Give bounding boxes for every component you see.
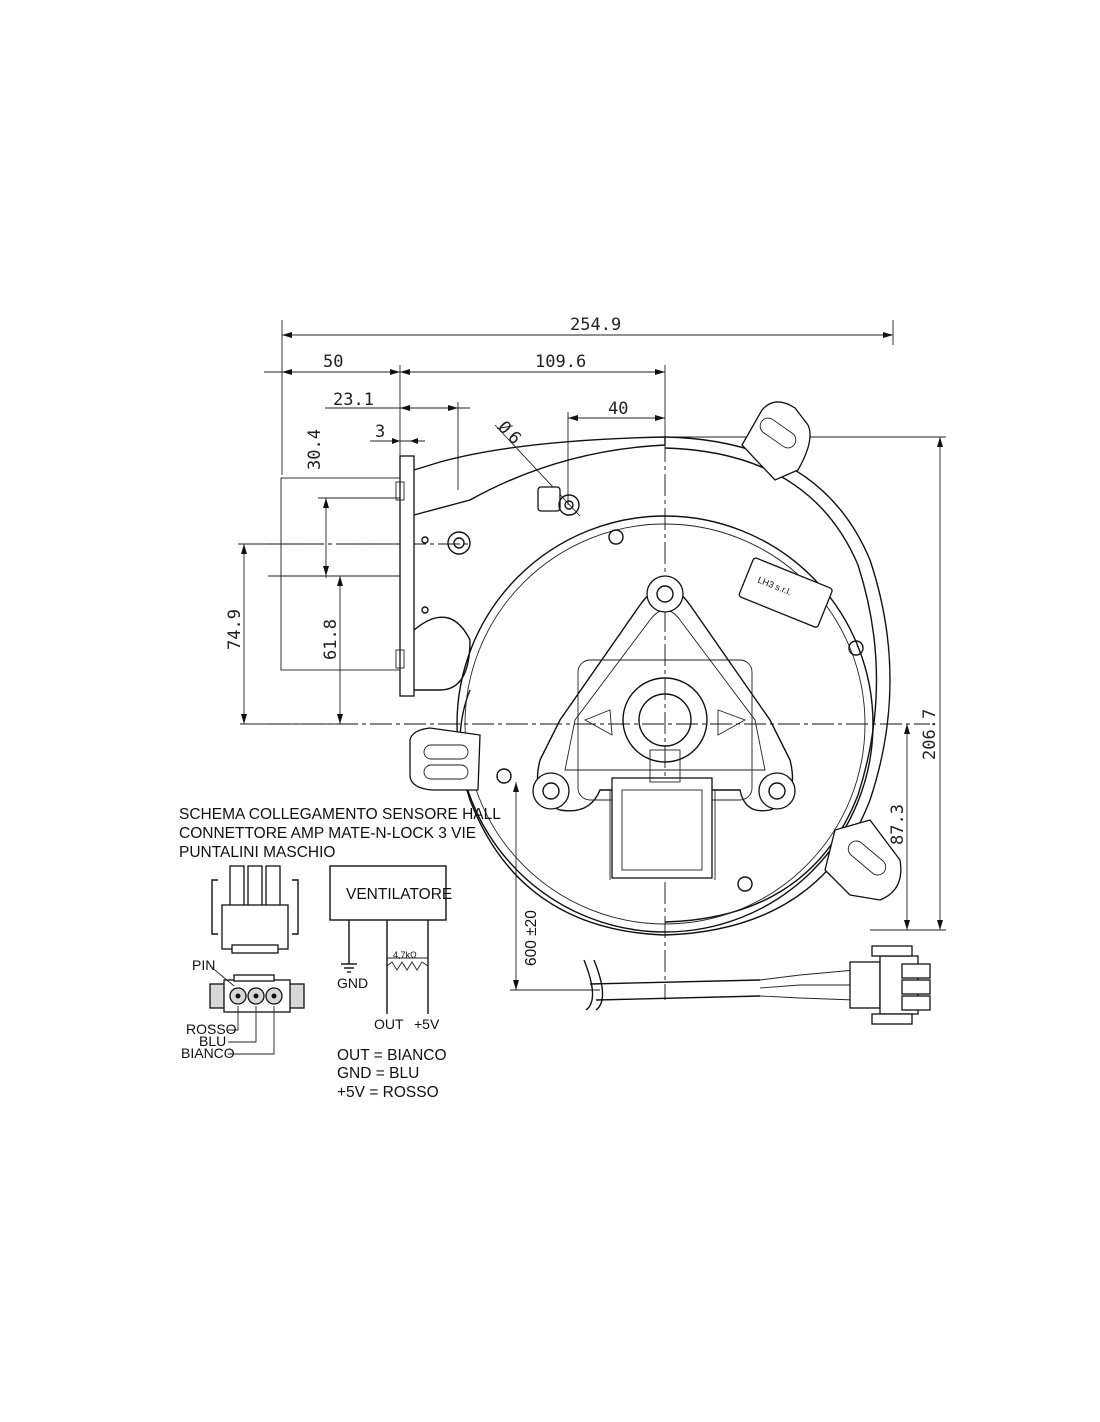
- pin-label: PIN: [192, 957, 215, 973]
- out-label: OUT: [374, 1016, 404, 1032]
- dim-30: 30.4: [305, 429, 325, 470]
- connector-side-view: [211, 865, 299, 954]
- label-plate: LH3 s.r.l.: [738, 557, 833, 628]
- outlet-flange: [280, 436, 666, 697]
- dim-109: 109.6: [535, 352, 586, 372]
- wire-blu: BLU: [199, 1033, 226, 1049]
- wire-rosso: ROSSO: [186, 1021, 237, 1037]
- dim-74: 74.9: [225, 609, 245, 650]
- dim-23: 23.1: [333, 390, 374, 410]
- mounting-tab-top: [741, 401, 811, 481]
- hall-title-line3: PUNTALINI MASCHIO: [179, 844, 335, 861]
- v5-label: +5V: [414, 1016, 440, 1032]
- center-axes: [268, 440, 930, 1000]
- wire-bianco: BIANCO: [181, 1045, 235, 1061]
- mounting-tab-bottom: [824, 819, 902, 901]
- ventilatore-circuit: VENTILATORE GND 4,7kΩ OUT +5V: [329, 865, 452, 1032]
- top-dimensions: 254.9 50 109.6 23.1 40 3 Ø 6: [264, 315, 894, 517]
- side-dimensions: 30.4 74.9 61.8 206.7 87.3 600 ±20: [225, 429, 946, 991]
- dim-40: 40: [608, 399, 628, 419]
- ventilatore-label: VENTILATORE: [346, 886, 452, 903]
- cable-connector: [583, 945, 931, 1025]
- hall-title-line2: CONNETTORE AMP MATE-N-LOCK 3 VIE: [179, 825, 476, 842]
- hall-scheme: SCHEMA COLLEGAMENTO SENSORE HALL CONNETT…: [179, 806, 501, 1101]
- legend-5v: +5V = ROSSO: [337, 1084, 439, 1101]
- dim-600: 600 ±20: [523, 910, 540, 966]
- dim-3: 3: [375, 422, 385, 442]
- dim-61: 61.8: [321, 619, 341, 660]
- dim-50: 50: [323, 352, 343, 372]
- dim-87: 87.3: [888, 804, 908, 845]
- dim-254: 254.9: [570, 315, 621, 335]
- connector-front-view: PIN ROSSO BLU BIANCO: [181, 957, 305, 1061]
- gnd-label: GND: [337, 975, 368, 991]
- legend-out: OUT = BIANCO: [337, 1047, 447, 1064]
- dim-206: 206.7: [920, 709, 940, 760]
- mounting-tab-left: [409, 727, 481, 791]
- legend-gnd: GND = BLU: [337, 1065, 419, 1082]
- hall-title-line1: SCHEMA COLLEGAMENTO SENSORE HALL: [179, 806, 501, 823]
- resistor-label: 4,7kΩ: [393, 950, 417, 960]
- blower-housing: LH3 s.r.l.: [409, 401, 902, 936]
